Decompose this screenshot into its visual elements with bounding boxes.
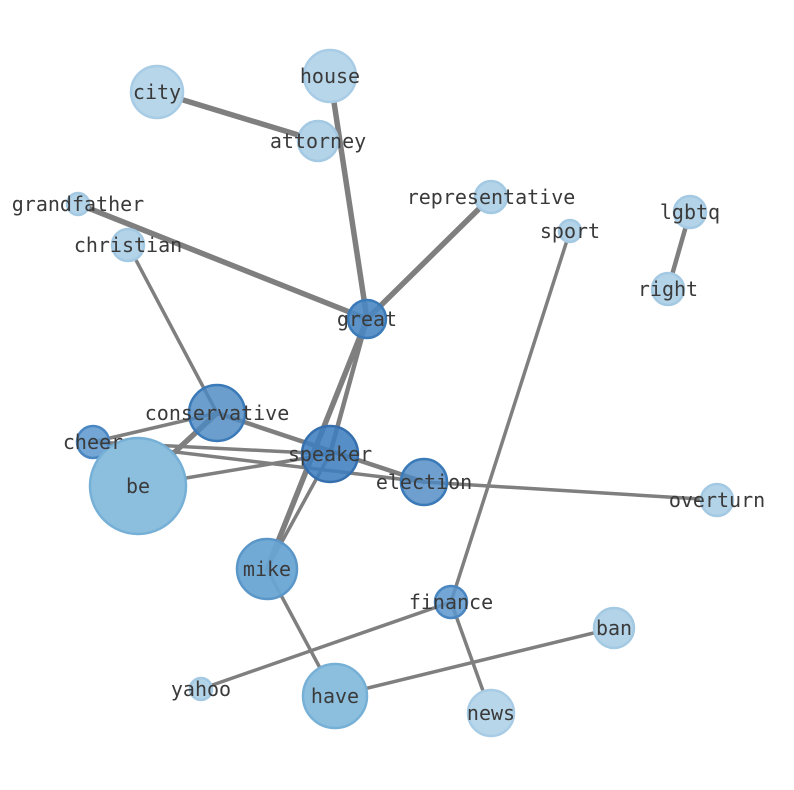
node-overturn[interactable] bbox=[699, 482, 735, 518]
node-label-mike: mike bbox=[243, 557, 291, 581]
node-lgbtq[interactable] bbox=[672, 194, 708, 230]
edge-election-overturn bbox=[422, 480, 719, 502]
node-attorney[interactable] bbox=[296, 119, 340, 163]
node-label-representative: representative bbox=[407, 185, 576, 209]
node-label-great: great bbox=[337, 307, 397, 331]
node-label-cheer: cheer bbox=[63, 430, 123, 454]
edge-have-ban bbox=[333, 626, 616, 698]
node-ban[interactable] bbox=[592, 606, 636, 650]
node-city[interactable] bbox=[129, 64, 185, 120]
node-label-overturn: overturn bbox=[669, 488, 765, 512]
node-finance[interactable] bbox=[433, 584, 469, 620]
node-label-be: be bbox=[126, 474, 150, 498]
node-label-speaker: speaker bbox=[288, 442, 372, 466]
node-label-house: house bbox=[300, 64, 360, 88]
node-label-lgbtq: lgbtq bbox=[660, 200, 720, 224]
node-label-finance: finance bbox=[409, 590, 493, 614]
node-election[interactable] bbox=[399, 457, 449, 507]
node-label-conservative: conservative bbox=[145, 401, 290, 425]
node-conservative[interactable] bbox=[187, 383, 247, 443]
node-label-right: right bbox=[638, 277, 698, 301]
node-label-sport: sport bbox=[540, 219, 600, 243]
node-christian[interactable] bbox=[110, 227, 146, 263]
label-layer: house city attorney representative grandfath… bbox=[12, 64, 765, 725]
node-label-city: city bbox=[133, 80, 181, 104]
node-representative[interactable] bbox=[473, 179, 509, 215]
node-have[interactable] bbox=[301, 662, 369, 730]
node-news[interactable] bbox=[466, 688, 516, 738]
node-label-have: have bbox=[311, 684, 359, 708]
node-great[interactable] bbox=[346, 298, 388, 340]
edge-sport-finance bbox=[449, 229, 572, 604]
node-mike[interactable] bbox=[235, 537, 299, 601]
edge-representative-great bbox=[364, 194, 494, 322]
node-layer bbox=[65, 48, 735, 738]
node-speaker[interactable] bbox=[300, 424, 360, 484]
node-label-grandfather: grandfather bbox=[12, 192, 144, 216]
node-label-yahoo: yahoo bbox=[171, 677, 231, 701]
node-house[interactable] bbox=[302, 48, 358, 104]
edge-house-great bbox=[327, 73, 370, 322]
node-label-christian: christian bbox=[74, 233, 182, 257]
node-label-ban: ban bbox=[596, 616, 632, 640]
edge-grandfather-great bbox=[75, 201, 370, 322]
node-grandfather[interactable] bbox=[65, 191, 91, 217]
node-sport[interactable] bbox=[557, 218, 583, 244]
edge-finance-yahoo bbox=[199, 600, 453, 691]
edge-city-attorney bbox=[154, 89, 321, 144]
node-yahoo[interactable] bbox=[188, 676, 214, 702]
node-label-attorney: attorney bbox=[270, 129, 366, 153]
node-cheer[interactable] bbox=[75, 424, 111, 460]
node-label-news: news bbox=[467, 701, 515, 725]
node-label-election: election bbox=[376, 470, 472, 494]
node-right[interactable] bbox=[650, 271, 686, 307]
edge-christian-conservative bbox=[126, 243, 219, 415]
node-be[interactable] bbox=[88, 436, 188, 536]
